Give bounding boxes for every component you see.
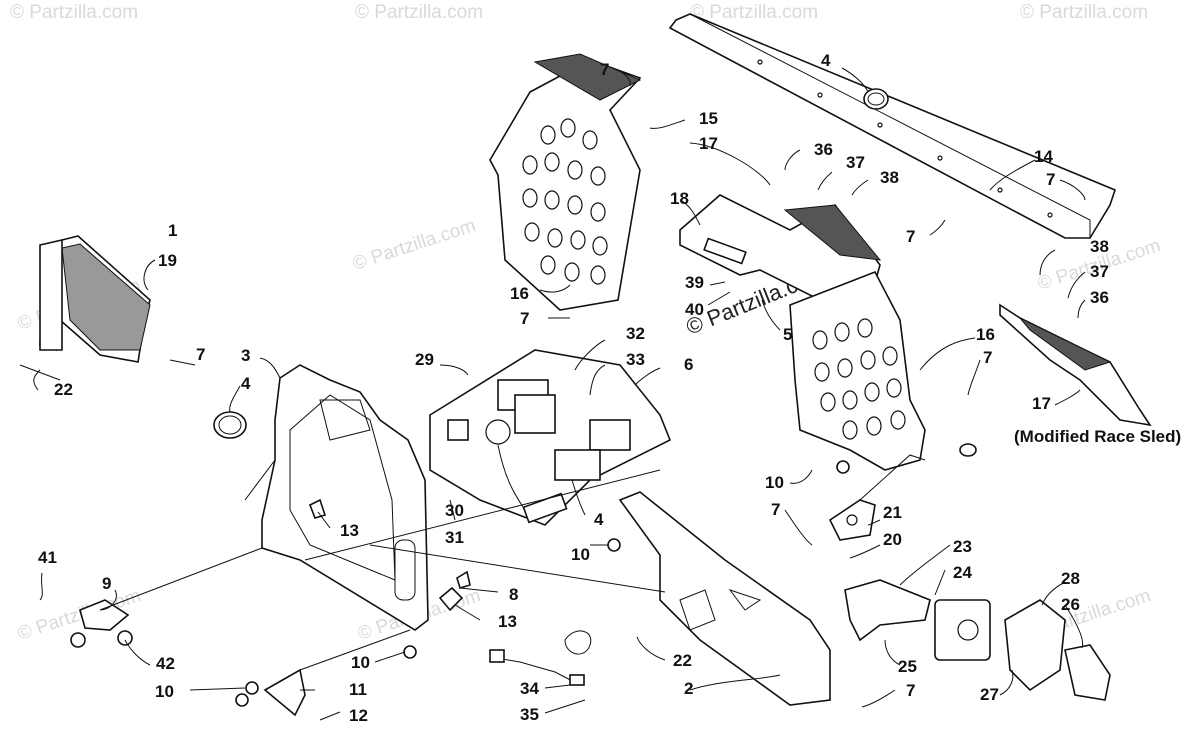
race-sled-caption: (Modified Race Sled) bbox=[1014, 427, 1181, 446]
electrical-tray-part-6 bbox=[429, 349, 672, 526]
callout-37: 37 bbox=[1090, 262, 1109, 281]
callout-14: 14 bbox=[1034, 147, 1053, 166]
callout-38: 38 bbox=[880, 168, 899, 187]
callout-17: 17 bbox=[699, 134, 718, 153]
hardware-parts bbox=[70, 460, 850, 717]
callout-27: 27 bbox=[980, 685, 999, 704]
callout-32: 32 bbox=[626, 324, 645, 343]
watermark: © Partzilla.com bbox=[355, 2, 483, 23]
watermark: © Partzilla.com bbox=[350, 215, 478, 275]
box-part-27 bbox=[1004, 599, 1111, 701]
callout-7: 7 bbox=[906, 227, 915, 246]
callout-28: 28 bbox=[1061, 569, 1080, 588]
callout-10: 10 bbox=[765, 473, 784, 492]
callout-16: 16 bbox=[510, 284, 529, 303]
callout-38: 38 bbox=[1090, 237, 1109, 256]
callout-7: 7 bbox=[983, 348, 992, 367]
callout-18: 18 bbox=[670, 189, 689, 208]
plate-part-17-race-sled bbox=[999, 303, 1152, 427]
callout-36: 36 bbox=[1090, 288, 1109, 307]
callout-4: 4 bbox=[241, 374, 251, 393]
callout-7: 7 bbox=[1046, 170, 1055, 189]
perforated-plate-part-16-right bbox=[789, 270, 926, 471]
perforated-plate-part-16-left bbox=[489, 53, 642, 311]
bracket-part-21 bbox=[828, 443, 977, 541]
callout-35: 35 bbox=[520, 705, 539, 724]
callout-10: 10 bbox=[571, 545, 590, 564]
callout-34: 34 bbox=[520, 679, 539, 698]
ring-clip-part-4-left bbox=[213, 411, 247, 439]
callout-12: 12 bbox=[349, 706, 368, 725]
callout-22: 22 bbox=[54, 380, 73, 399]
callout-41: 41 bbox=[38, 548, 57, 567]
callout-3: 3 bbox=[241, 346, 250, 365]
callout-7: 7 bbox=[196, 345, 205, 364]
callout-25: 25 bbox=[898, 657, 917, 676]
watermark: © Partzilla.com bbox=[690, 2, 818, 23]
callout-7: 7 bbox=[906, 681, 915, 700]
callout-10: 10 bbox=[351, 653, 370, 672]
callout-31: 31 bbox=[445, 528, 464, 547]
guard-part-1 bbox=[39, 235, 151, 363]
callout-5: 5 bbox=[783, 325, 792, 344]
callout-39: 39 bbox=[685, 273, 704, 292]
callout-40: 40 bbox=[685, 300, 704, 319]
callout-20: 20 bbox=[883, 530, 902, 549]
callout-22: 22 bbox=[673, 651, 692, 670]
rail-part-14 bbox=[668, 13, 1116, 239]
frame-part-3 bbox=[261, 364, 429, 631]
callout-23: 23 bbox=[953, 537, 972, 556]
callout-2: 2 bbox=[684, 679, 693, 698]
callout-30: 30 bbox=[445, 501, 464, 520]
side-plate-part-2 bbox=[618, 491, 831, 706]
callout-42: 42 bbox=[156, 654, 175, 673]
callout-11: 11 bbox=[349, 680, 367, 699]
regulator-part-24 bbox=[934, 599, 991, 661]
callout-7: 7 bbox=[600, 60, 609, 79]
callout-37: 37 bbox=[846, 153, 865, 172]
callout-10: 10 bbox=[155, 682, 174, 701]
ring-clip-part-4 bbox=[863, 88, 889, 110]
callout-7: 7 bbox=[771, 500, 780, 519]
callout-7: 7 bbox=[520, 309, 529, 328]
callout-labels: 1 19 7 22 3 4 13 41 9 42 10 11 12 8 13 1… bbox=[38, 51, 1109, 725]
callout-33: 33 bbox=[626, 350, 645, 369]
callout-21: 21 bbox=[883, 503, 902, 522]
callout-13: 13 bbox=[340, 521, 359, 540]
callout-8: 8 bbox=[509, 585, 518, 604]
leader-lines bbox=[19, 67, 1086, 721]
callout-29: 29 bbox=[415, 350, 434, 369]
callout-9: 9 bbox=[102, 574, 111, 593]
callout-4: 4 bbox=[594, 510, 604, 529]
callout-19: 19 bbox=[158, 251, 177, 270]
watermark: © Partzilla.com bbox=[1020, 2, 1148, 23]
callout-15: 15 bbox=[699, 109, 718, 128]
callout-1: 1 bbox=[168, 221, 177, 240]
callout-17: 17 bbox=[1032, 394, 1051, 413]
callout-4: 4 bbox=[821, 51, 831, 70]
callout-26: 26 bbox=[1061, 595, 1080, 614]
watermark: © Partzilla.com bbox=[10, 2, 138, 23]
callout-16: 16 bbox=[976, 325, 995, 344]
callout-13: 13 bbox=[498, 612, 517, 631]
callout-36: 36 bbox=[814, 140, 833, 159]
callout-6: 6 bbox=[684, 355, 693, 374]
mount-part-23 bbox=[844, 579, 931, 642]
bracket-part-18 bbox=[679, 194, 882, 311]
callout-24: 24 bbox=[953, 563, 972, 582]
